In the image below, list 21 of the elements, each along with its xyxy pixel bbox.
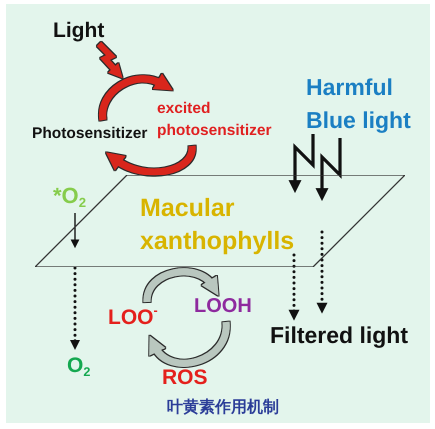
node-label: excited photosensitizer xyxy=(157,98,282,142)
curved-arrow xyxy=(148,322,230,367)
layer-label: Macular xanthophylls xyxy=(140,193,296,257)
node-label: Light xyxy=(53,20,104,41)
lightning-arrow xyxy=(96,42,123,78)
arrow xyxy=(70,213,80,248)
node-label: Filtered light xyxy=(270,324,408,347)
node-label: *O$_{2}$ xyxy=(53,185,86,207)
zigzag-arrow xyxy=(288,134,315,194)
zigzag-arrow xyxy=(316,138,342,202)
node-label: O$_{2}$ xyxy=(67,355,90,376)
dotted-arrow xyxy=(288,254,300,321)
node-label: LOOH xyxy=(194,296,252,316)
node-label: LOO$^{-}$ xyxy=(108,307,158,328)
curved-arrow xyxy=(143,268,220,302)
dotted-arrow xyxy=(70,266,80,350)
caption: 叶黄素作用机制 xyxy=(167,399,279,415)
dotted-arrow xyxy=(316,230,328,314)
node-label: Harmful Blue light xyxy=(306,71,418,137)
text-label: ROS xyxy=(162,367,208,388)
node-label: Photosensitizer xyxy=(32,126,148,142)
